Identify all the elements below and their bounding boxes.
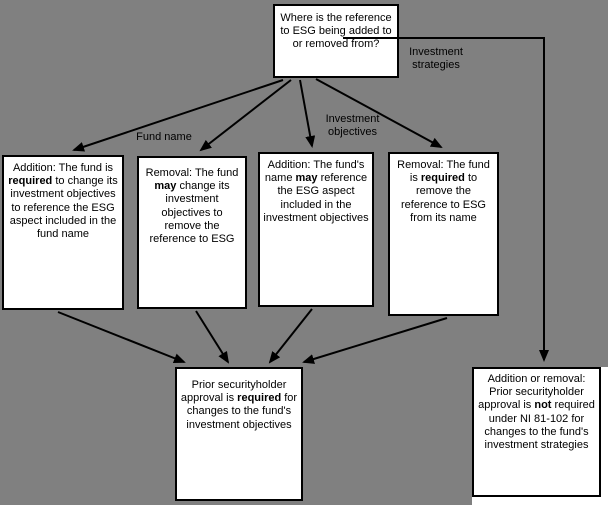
edge-removal-name-to-approval (302, 317, 448, 364)
node-approval-required: Prior securityholder approval is require… (175, 367, 303, 501)
edge-removal-objectives-to-approval (195, 310, 230, 364)
node-question: Where is the reference to ESG being adde… (273, 4, 399, 78)
node-approval-not-required: Addition or removal: Prior securityholde… (472, 367, 601, 497)
edge-label-investment-strategies: Investment strategies (409, 46, 463, 72)
node-addition-fund-name: Addition: The fund is required to change… (2, 155, 124, 310)
node-removal-name: Removal: The fund is required to remove … (388, 152, 499, 316)
edge-question-to-removal-objectives (199, 79, 292, 152)
edge-addition-objectives-to-approval (268, 308, 313, 364)
node-removal-objectives: Removal: The fund may change its investm… (137, 156, 247, 309)
edge-label-fund-name: Fund name (136, 131, 192, 143)
edge-label-investment-objectives: Investment objectives (325, 113, 380, 139)
edge-addition-fund-name-to-approval (57, 311, 186, 363)
node-addition-objectives: Addition: The fund's name may reference … (258, 152, 374, 307)
